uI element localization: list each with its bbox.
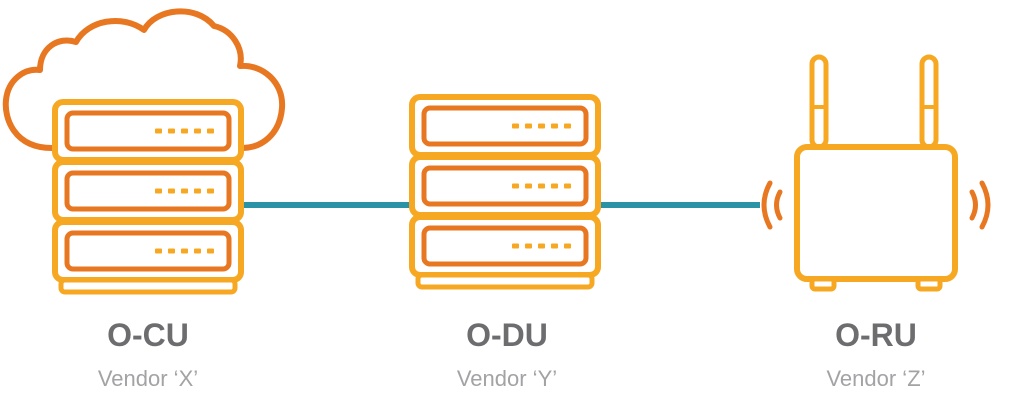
server-led — [155, 128, 162, 134]
radio-waves-right-icon — [969, 180, 991, 230]
node-title-ocu: O-CU — [107, 317, 189, 353]
server-led — [207, 188, 214, 194]
server-led — [564, 183, 571, 189]
server-led — [512, 183, 519, 189]
cloud-server-icon — [2, 8, 286, 295]
antenna-left — [809, 54, 829, 150]
server-led — [181, 128, 188, 134]
server-led — [155, 248, 162, 254]
server-led — [551, 183, 558, 189]
server-led — [525, 243, 532, 249]
server-led — [207, 248, 214, 254]
server-panel — [64, 110, 232, 152]
server-led — [551, 123, 558, 129]
server-stack-odu — [409, 94, 601, 290]
server-led — [538, 123, 545, 129]
server-led — [551, 243, 558, 249]
server-led — [194, 128, 201, 134]
server-led — [181, 188, 188, 194]
server-led — [564, 123, 571, 129]
server-led — [564, 243, 571, 249]
server-led — [538, 183, 545, 189]
server-led — [207, 128, 214, 134]
server-base — [415, 272, 595, 290]
server-panel — [421, 225, 589, 267]
server-panel — [421, 165, 589, 207]
server-led — [512, 243, 519, 249]
server-icon — [409, 94, 601, 290]
server-led — [168, 188, 175, 194]
node-title-odu: O-DU — [466, 317, 548, 353]
node-title-oru: O-RU — [835, 317, 917, 353]
server-led — [155, 188, 162, 194]
server-base — [58, 277, 238, 295]
server-led — [181, 248, 188, 254]
server-led — [525, 123, 532, 129]
antenna-right — [919, 54, 939, 150]
server-panel — [64, 230, 232, 272]
server-panel — [64, 170, 232, 212]
radio-foot-right — [915, 276, 943, 292]
radio-unit-icon — [761, 54, 991, 292]
node-vendor-oru: Vendor ‘Z’ — [826, 366, 926, 391]
server-led — [194, 248, 201, 254]
server-led — [168, 128, 175, 134]
radio-foot-left — [809, 276, 837, 292]
cloud-icon — [2, 8, 286, 151]
server-led — [538, 243, 545, 249]
server-stack-ocu — [52, 99, 244, 295]
server-led — [525, 183, 532, 189]
node-vendor-odu: Vendor ‘Y’ — [456, 366, 558, 391]
radio-body — [794, 144, 958, 282]
server-panel — [421, 105, 589, 147]
radio-waves-left-icon — [761, 180, 783, 230]
node-vendor-ocu: Vendor ‘X’ — [97, 366, 199, 391]
server-led — [194, 188, 201, 194]
server-led — [168, 248, 175, 254]
server-led — [512, 123, 519, 129]
